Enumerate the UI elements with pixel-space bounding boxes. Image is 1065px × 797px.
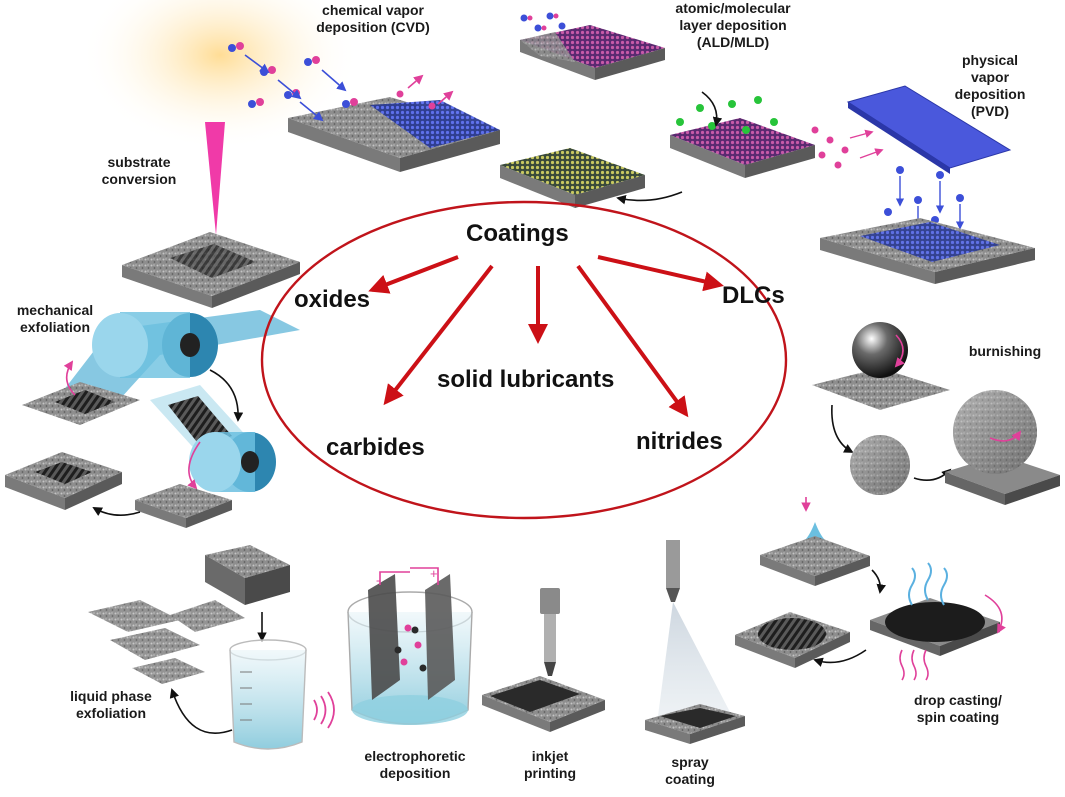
coatings-title: Coatings	[466, 220, 569, 247]
label-liquid-line1: liquid phase	[70, 688, 152, 704]
arrow-carbides	[383, 264, 494, 406]
svg-text:-: -	[376, 573, 380, 587]
label-drop-line1: drop casting/	[914, 692, 1002, 708]
type-carbides: carbides	[326, 434, 425, 461]
label-cvd-line1: chemical vapor	[322, 2, 424, 18]
type-nitrides: nitrides	[636, 428, 723, 455]
label-ald: atomic/molecular layer deposition (ALD/M…	[668, 0, 798, 51]
type-oxides: oxides	[294, 286, 371, 313]
label-pvd-line2: vapor	[970, 69, 1010, 85]
label-substrate: substrate conversion	[84, 154, 194, 188]
label-inkjet-line2: printing	[523, 765, 577, 781]
label-drop: drop casting/ spin coating	[896, 692, 1020, 726]
label-ald-line3: (ALD/MLD)	[696, 34, 770, 50]
burnishing-illustration	[812, 322, 1060, 505]
label-electro: electrophoretic deposition	[352, 748, 478, 782]
label-spray-line1: spray	[671, 754, 709, 770]
label-drop-line2: spin coating	[916, 709, 1000, 725]
arrow-oxides	[368, 255, 459, 294]
type-solid-lubricants: solid lubricants	[437, 366, 615, 393]
cvd-glow	[80, 0, 360, 150]
spray-illustration	[645, 540, 745, 744]
label-pvd-line1: physical	[961, 52, 1019, 68]
label-substrate-line2: conversion	[101, 171, 177, 187]
label-spray: spray coating	[650, 754, 730, 788]
label-mechanical: mechanical exfoliation	[0, 302, 110, 336]
coatings-ellipse	[260, 200, 788, 520]
label-pvd: physical vapor deposition (PVD)	[940, 52, 1040, 120]
mechanical-illustration	[5, 310, 300, 528]
label-mechanical-line2: exfoliation	[19, 319, 90, 335]
label-inkjet-line1: inkjet	[531, 748, 569, 764]
label-pvd-line4: (PVD)	[970, 103, 1010, 119]
ald-illustration	[500, 12, 815, 208]
label-mechanical-line1: mechanical	[16, 302, 94, 318]
inkjet-illustration	[482, 588, 605, 732]
label-burnishing-line1: burnishing	[968, 343, 1042, 359]
electro-illustration: - +	[347, 566, 473, 725]
substrate-illustration	[122, 122, 300, 308]
drop-illustration	[735, 497, 1006, 681]
label-ald-line2: layer deposition	[679, 17, 787, 33]
cvd-illustration	[228, 42, 500, 172]
coatings-arrows	[368, 255, 724, 418]
label-substrate-line1: substrate	[107, 154, 171, 170]
label-cvd-line2: deposition (CVD)	[316, 19, 430, 35]
label-spray-line2: coating	[665, 771, 715, 787]
label-burnishing: burnishing	[960, 343, 1050, 360]
label-inkjet: inkjet printing	[510, 748, 590, 782]
label-ald-line1: atomic/molecular	[675, 0, 791, 16]
liquid-illustration	[88, 545, 335, 750]
label-pvd-line3: deposition	[954, 86, 1026, 102]
label-cvd: chemical vapor deposition (CVD)	[312, 2, 434, 36]
svg-text:+: +	[430, 566, 438, 581]
type-dlcs: DLCs	[722, 282, 785, 309]
arrow-nitrides	[576, 264, 689, 418]
pvd-illustration	[811, 85, 1035, 284]
arrow-dlcs	[597, 255, 724, 292]
label-electro-line2: deposition	[379, 765, 451, 781]
label-liquid-line2: exfoliation	[75, 705, 146, 721]
label-liquid: liquid phase exfoliation	[56, 688, 166, 722]
label-electro-line1: electrophoretic	[364, 748, 466, 764]
